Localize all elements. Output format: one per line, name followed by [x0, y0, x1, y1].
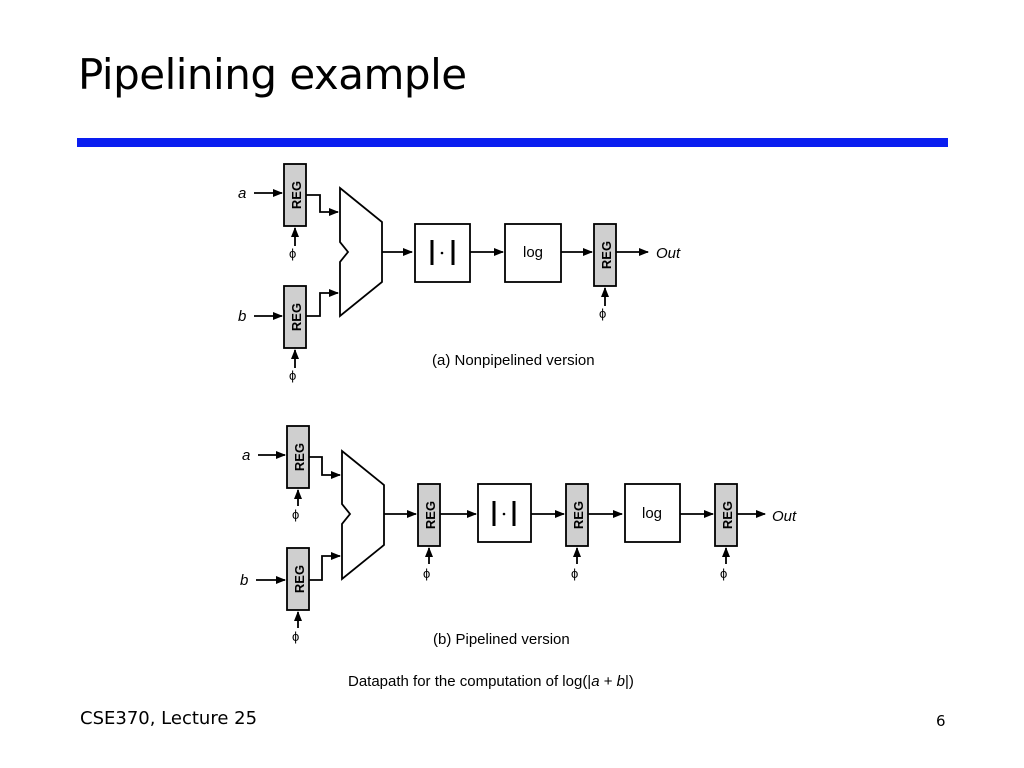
clock-label: ϕ	[423, 566, 430, 581]
output-label: Out	[656, 245, 681, 262]
svg-text:REG: REG	[289, 181, 304, 209]
clock-label: ϕ	[720, 566, 727, 581]
svg-text:REG: REG	[423, 501, 438, 529]
svg-text:REG: REG	[289, 303, 304, 331]
svg-text:REG: REG	[599, 241, 614, 269]
log-block-nonpipelined: log	[504, 223, 562, 283]
input-b-label: b	[240, 572, 248, 589]
svg-text:REG: REG	[720, 501, 735, 529]
input-a-label: a	[242, 447, 250, 464]
log-block-pipelined: log	[624, 483, 681, 543]
caption-pipelined: (b) Pipelined version	[433, 631, 570, 648]
register-b-nonpipelined: REG	[283, 285, 307, 349]
diagram-caption: Datapath for the computation of log(|a +…	[348, 673, 634, 690]
nonpipelined-diagram: a REG ϕ b REG ϕ l	[238, 163, 681, 383]
svg-text:REG: REG	[292, 565, 307, 593]
slide-title: Pipelining example	[78, 50, 467, 99]
output-label: Out	[772, 508, 797, 525]
register-a-pipelined: REG	[286, 425, 310, 489]
footer-course-label: CSE370, Lecture 25	[80, 708, 258, 729]
svg-text:REG: REG	[292, 443, 307, 471]
register-out-pipelined: REG	[714, 483, 738, 547]
svg-text:log: log	[523, 244, 543, 261]
clock-label: ϕ	[571, 566, 578, 581]
abs-block-pipelined	[477, 483, 532, 543]
input-a-label: a	[238, 185, 246, 202]
clock-label: ϕ	[292, 507, 299, 522]
register-a-nonpipelined: REG	[283, 163, 307, 227]
register-stage2-pipelined: REG	[565, 483, 589, 547]
register-stage1-pipelined: REG	[417, 483, 441, 547]
clock-label: ϕ	[292, 629, 299, 644]
svg-text:REG: REG	[571, 501, 586, 529]
register-b-pipelined: REG	[286, 547, 310, 611]
page-number: 6	[936, 712, 946, 730]
clock-label: ϕ	[599, 306, 606, 321]
title-rule	[77, 138, 948, 147]
adder-pipelined	[341, 449, 385, 581]
clock-label: ϕ	[289, 368, 296, 383]
clock-label: ϕ	[289, 246, 296, 261]
caption-nonpipelined: (a) Nonpipelined version	[432, 352, 595, 369]
input-b-label: b	[238, 308, 246, 325]
adder-nonpipelined	[339, 186, 383, 318]
register-out-nonpipelined: REG	[593, 223, 617, 287]
svg-text:log: log	[642, 505, 662, 522]
abs-block-nonpipelined	[414, 223, 471, 283]
pipelined-diagram: a REG ϕ b REG ϕ REG ϕ	[240, 425, 797, 648]
